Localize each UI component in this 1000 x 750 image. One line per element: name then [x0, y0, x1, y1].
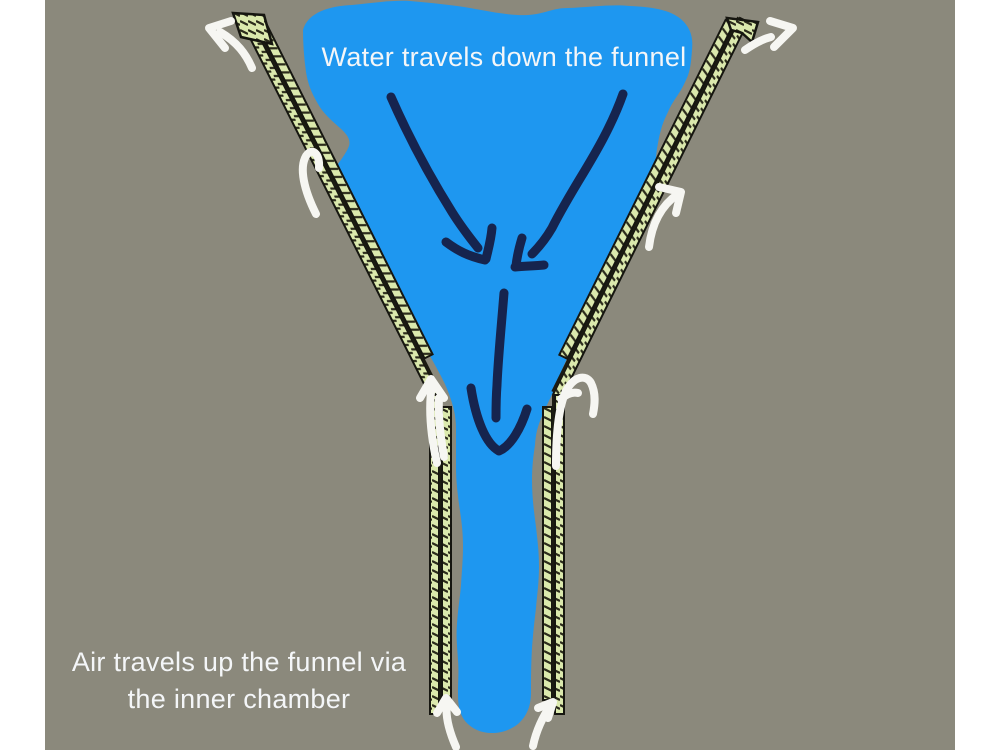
right-stem-outer-strip — [554, 394, 565, 715]
arrow-shaft — [491, 288, 509, 423]
arrow-head — [466, 383, 532, 456]
water-down-arrow-left — [386, 92, 497, 265]
water-down-arrow-center — [466, 288, 532, 456]
air-label-line2: the inner chamber — [127, 684, 351, 714]
water-flow-arrows — [386, 89, 628, 456]
air-up-arrow-top-left — [205, 17, 256, 72]
arrow-shaft — [298, 147, 324, 218]
arrow-head — [481, 223, 497, 264]
arrow-head — [416, 375, 448, 402]
air-up-arrow-left-wall — [298, 147, 324, 218]
arrow-shaft — [434, 394, 448, 461]
air-up-arrow-bottom-right — [529, 698, 557, 750]
arrow-head — [510, 260, 549, 272]
air-up-arrow-right-junction — [552, 373, 599, 470]
water-down-arrow-right — [510, 89, 628, 272]
funnel-left-wall — [242, 15, 441, 399]
arrow-head — [441, 237, 490, 265]
right-wall-chamber-gap — [551, 16, 740, 393]
arrow-shaft — [552, 373, 599, 470]
air-label-line1: Air travels up the funnel via — [71, 647, 407, 677]
funnel-right-rim-flange — [725, 16, 760, 45]
air-up-arrow-right-wall — [645, 183, 685, 251]
arrow-shaft — [426, 380, 441, 467]
air-up-arrow-bottom-left — [433, 694, 461, 750]
arrow-shaft — [216, 28, 256, 72]
arrow-shaft — [386, 92, 483, 253]
funnel-right-wall — [551, 16, 750, 400]
arrow-head — [534, 698, 557, 722]
left-stem-chamber-gap — [439, 395, 442, 710]
arrow-head — [557, 388, 582, 403]
right-stem-chamber-gap — [552, 395, 555, 710]
arrow-shaft — [442, 699, 460, 750]
water-label: Water travels down the funnel — [321, 42, 687, 72]
arrow-head — [655, 183, 685, 217]
left-wall-chamber-gap — [252, 20, 441, 391]
air-flow-arrows — [205, 17, 797, 750]
right-stem-inner-strip — [542, 406, 553, 701]
arrow-shaft — [645, 190, 682, 251]
air-up-arrow-top-right — [741, 17, 797, 54]
arrow-head — [766, 17, 797, 51]
funnel-left-rim-flange — [231, 11, 274, 46]
air-label: Air travels up the funnel via the inner … — [48, 644, 430, 718]
air-up-arrow-left-junction — [416, 375, 448, 467]
arrow-shaft — [527, 89, 628, 259]
arrow-head — [205, 17, 235, 52]
arrow-shaft — [741, 33, 775, 54]
arrow-head — [433, 694, 461, 717]
